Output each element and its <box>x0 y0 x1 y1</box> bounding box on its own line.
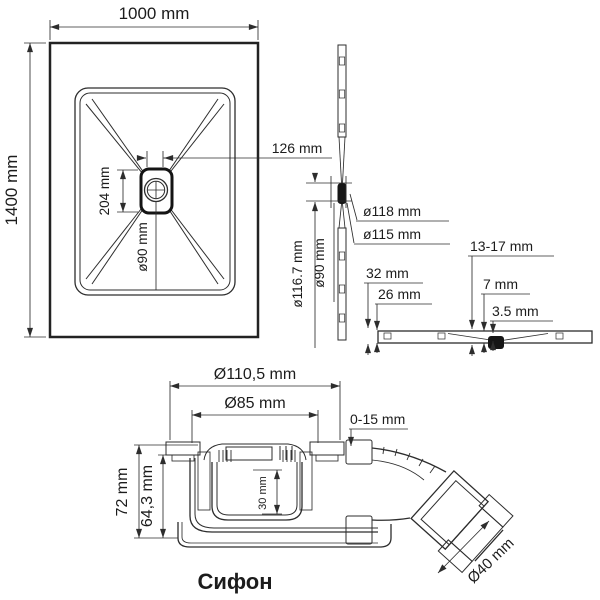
dim-drain-offset-126: 126 mm <box>136 140 332 167</box>
cover-hatched-core <box>225 446 273 461</box>
elbow-nut-half-top <box>478 493 514 528</box>
siphon-section-view: Ø110,5 mm Ø85 mm 0-15 mm 72 mm 64,3 mm <box>114 366 517 594</box>
dim-edge-32: 32 mm <box>364 265 423 355</box>
tray-side-section-view: ø118 mm ø115 mm ø116.7 mm ø90 mm <box>290 44 450 348</box>
grate-diameter-label: Ø85 mm <box>224 395 285 412</box>
drain-plate-height-label: 204 mm <box>97 167 112 216</box>
adjustment-range-label: 0-15 mm <box>350 411 405 427</box>
dim-min-3-5: 3.5 mm <box>489 303 553 351</box>
siphon-base <box>177 522 392 548</box>
siphon-outer-body <box>189 458 378 533</box>
dim-center-13-17: 13-17 mm <box>468 238 554 356</box>
dim-opening-116-7: ø116.7 mm <box>290 203 316 348</box>
drain-hub-flat-section <box>488 336 504 349</box>
total-height-label: 72 mm <box>114 468 131 517</box>
dim-grate-85: Ø85 mm <box>191 395 319 443</box>
siphon-cup-outer <box>211 462 303 521</box>
dim-cup-depth-30: 30 mm <box>253 469 282 515</box>
mid-thickness-label: 7 mm <box>483 276 518 292</box>
cup-depth-label: 30 mm <box>257 476 269 510</box>
right-threaded-neck <box>299 451 313 511</box>
tray-outer-outline <box>48 41 260 339</box>
basin-inner-edge <box>79 92 231 291</box>
outlet-nut-bottom <box>345 515 373 545</box>
height-label: 1400 mm <box>2 155 21 226</box>
dim-drain-90-side: ø90 mm <box>312 203 335 302</box>
edge-inner-height-label: 26 mm <box>378 286 421 302</box>
left-clamp-bolt <box>165 441 201 456</box>
drain-offset-label: 126 mm <box>272 140 323 156</box>
dim-drain-plate-204: 204 mm <box>97 167 138 216</box>
center-range-label: 13-17 mm <box>470 238 533 254</box>
side-drain-diameter-label: ø90 mm <box>312 238 327 288</box>
dim-flange-inner-115: ø115 mm <box>346 202 450 245</box>
flange-inner-label: ø115 mm <box>363 226 421 242</box>
right-clamp-bolt <box>309 441 345 456</box>
drain-diameter-label: ø90 mm <box>135 222 150 272</box>
dim-inner-height-64-3: 64,3 mm <box>139 454 198 538</box>
inner-height-label: 64,3 mm <box>139 465 156 527</box>
drain-plate <box>139 167 174 215</box>
left-threaded-neck <box>197 451 211 511</box>
dim-total-height-72: 72 mm <box>114 444 198 539</box>
dim-edge-26: 26 mm <box>373 286 432 353</box>
width-label: 1000 mm <box>119 4 190 23</box>
dim-flange-110-5: Ø110,5 mm <box>169 366 341 440</box>
pipe-thread-ticks <box>382 446 436 474</box>
tray-plan-view: 1000 mm 1400 mm 204 mm 126 mm ø9 <box>2 4 332 339</box>
section-strip-lower <box>337 227 347 341</box>
opening-diameter-label: ø116.7 mm <box>290 240 305 307</box>
tray-thickness-section-view: 32 mm 26 mm 13-17 mm 7 mm <box>364 238 593 356</box>
min-thickness-label: 3.5 mm <box>492 303 539 319</box>
edge-height-label: 32 mm <box>366 265 409 281</box>
basin-outer-edge <box>74 87 236 296</box>
outlet-nut-top <box>345 439 373 465</box>
siphon-cup-inner <box>216 462 298 516</box>
drain-hub-section <box>337 183 347 204</box>
flat-strip-notches <box>383 332 564 340</box>
dim-flange-outer-118: ø118 mm <box>349 193 449 222</box>
dim-width-1000: 1000 mm <box>49 4 259 40</box>
dim-adjust-0-15: 0-15 mm <box>347 411 408 446</box>
dim-outlet-40: Ø40 mm <box>437 520 517 587</box>
section-strip-notches <box>338 56 346 323</box>
dim-mid-7: 7 mm <box>480 276 530 353</box>
outlet-pipe-bottom <box>371 517 411 521</box>
dim-drain-diameter-90: ø90 mm <box>135 201 157 290</box>
flange-diameter-label: Ø110,5 mm <box>214 366 296 383</box>
flange-outer-label: ø118 mm <box>363 203 421 219</box>
dim-height-1400: 1400 mm <box>2 42 46 338</box>
siphon-caption: Сифон <box>197 569 272 594</box>
section-strip-upper <box>337 44 347 138</box>
siphon-cover <box>203 443 307 461</box>
outlet-pipe-top <box>371 447 447 473</box>
